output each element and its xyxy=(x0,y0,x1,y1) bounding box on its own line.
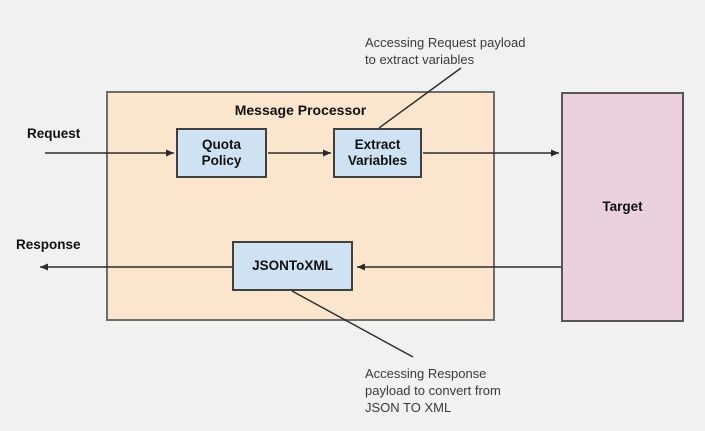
quota-policy-label: Quota Policy xyxy=(201,137,242,168)
request-label: Request xyxy=(27,126,81,141)
target-label: Target xyxy=(602,199,643,214)
target-box: Target xyxy=(561,92,684,322)
jsontoxml-box: JSONToXML xyxy=(232,241,353,291)
extract-variables-label: Extract Variables xyxy=(347,137,408,168)
quota-policy-box: Quota Policy xyxy=(176,128,267,178)
jsontoxml-label: JSONToXML xyxy=(252,258,333,273)
response-payload-annotation: Accessing Response payload to convert fr… xyxy=(365,366,501,415)
message-processor-title: Message Processor xyxy=(234,102,367,118)
response-label: Response xyxy=(16,237,81,252)
request-payload-annotation: Accessing Request payload to extract var… xyxy=(365,35,526,67)
extract-variables-box: Extract Variables xyxy=(333,128,422,178)
